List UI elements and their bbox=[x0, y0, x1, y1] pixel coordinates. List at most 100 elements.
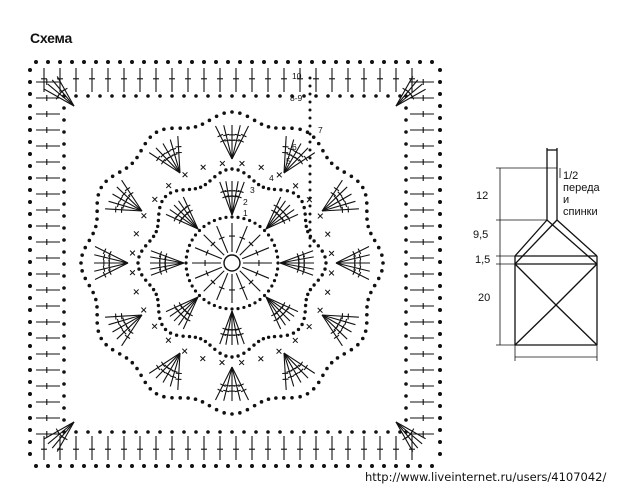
chain-stitch-mark bbox=[303, 212, 307, 216]
stitch-mark bbox=[322, 208, 359, 212]
chain-stitch-mark bbox=[208, 343, 212, 347]
chain-stitch-mark bbox=[316, 380, 321, 385]
chain-stitch-mark bbox=[156, 297, 160, 302]
chain-stitch-mark bbox=[438, 224, 442, 228]
chain-stitch-mark bbox=[166, 464, 170, 468]
stitch-crossbar bbox=[281, 302, 286, 308]
diamond-c bbox=[514, 304, 557, 346]
chain-stitch-mark bbox=[154, 292, 158, 297]
single-crochet-mark bbox=[182, 171, 188, 178]
chain-stitch-mark bbox=[266, 289, 271, 293]
stitch-mark bbox=[265, 209, 295, 230]
stitch-crossbar bbox=[337, 329, 343, 335]
single-crochet-mark bbox=[292, 337, 299, 344]
chain-stitch-mark bbox=[253, 221, 257, 225]
chain-stitch-mark bbox=[222, 111, 226, 115]
stitch-crossbar bbox=[164, 364, 170, 370]
chain-stitch-mark bbox=[96, 193, 101, 197]
chain-stitch-mark bbox=[252, 179, 256, 183]
stitch-crossbar bbox=[248, 241, 254, 247]
chain-stitch-mark bbox=[418, 464, 422, 468]
chain-stitch-mark bbox=[320, 273, 324, 277]
chain-stitch-mark bbox=[258, 224, 262, 229]
chain-stitch-mark bbox=[281, 396, 286, 400]
stitch-mark bbox=[203, 234, 225, 256]
stitch-mark bbox=[321, 314, 356, 326]
chain-stitch-mark bbox=[157, 310, 161, 314]
chain-stitch-mark bbox=[62, 190, 66, 194]
stitch-mark bbox=[335, 245, 370, 264]
chain-stitch-mark bbox=[418, 60, 422, 64]
chain-stitch-mark bbox=[261, 337, 266, 341]
stitch-crossbar bbox=[170, 375, 177, 379]
stitch-mark bbox=[148, 352, 181, 374]
dimension-label: 1,5 bbox=[475, 254, 491, 266]
chain-stitch-mark bbox=[28, 392, 32, 396]
chain-stitch-mark bbox=[438, 404, 442, 408]
stitch-crossbar bbox=[333, 325, 339, 331]
chain-stitch-mark bbox=[224, 215, 228, 219]
chain-stitch-mark bbox=[62, 286, 66, 290]
chain-stitch-mark bbox=[308, 76, 312, 80]
chain-stitch-mark bbox=[163, 194, 168, 199]
stitch-crossbar bbox=[330, 191, 337, 197]
chain-stitch-mark bbox=[203, 182, 208, 187]
chain-stitch-mark bbox=[404, 322, 408, 326]
stitch-mark bbox=[51, 421, 75, 449]
chain-stitch-mark bbox=[185, 273, 190, 277]
stitch-crossbar bbox=[352, 269, 356, 276]
chain-stitch-mark bbox=[158, 94, 162, 98]
chain-stitch-mark bbox=[137, 255, 141, 259]
chain-stitch-mark bbox=[62, 166, 66, 170]
chain-stitch-mark bbox=[28, 176, 32, 180]
stitch-crossbar bbox=[181, 206, 187, 212]
stitch-crossbar bbox=[287, 375, 294, 379]
chain-stitch-mark bbox=[148, 387, 153, 391]
stitch-crossbar bbox=[301, 268, 306, 275]
chain-stitch-mark bbox=[381, 261, 385, 265]
single-crochet-mark bbox=[324, 289, 331, 295]
chain-stitch-mark bbox=[202, 224, 206, 229]
chain-stitch-mark bbox=[308, 244, 312, 248]
single-crochet-mark bbox=[133, 289, 140, 295]
stitch-mark bbox=[283, 143, 302, 174]
chain-stitch-mark bbox=[148, 239, 152, 243]
stitch-mark bbox=[283, 353, 287, 390]
single-crochet-mark bbox=[317, 307, 323, 314]
chain-stitch-mark bbox=[218, 430, 222, 434]
chain-stitch-mark bbox=[374, 430, 378, 434]
chain-stitch-mark bbox=[28, 428, 32, 432]
chain-stitch-mark bbox=[193, 289, 198, 293]
chain-stitch-mark bbox=[394, 60, 398, 64]
chain-stitch-mark bbox=[154, 464, 158, 468]
chain-stitch-mark bbox=[83, 245, 88, 250]
row-number-label: 10 bbox=[292, 71, 302, 81]
stitch-mark bbox=[395, 421, 423, 445]
single-crochet-mark bbox=[129, 269, 136, 276]
dimension-label: 9,5 bbox=[473, 229, 489, 241]
chain-stitch-mark bbox=[380, 269, 384, 273]
chain-stitch-mark bbox=[238, 464, 242, 468]
stitch-mark bbox=[194, 247, 223, 260]
chain-stitch-mark bbox=[278, 430, 282, 434]
chain-stitch-mark bbox=[335, 166, 340, 170]
stitch-mark bbox=[51, 79, 75, 107]
chain-stitch-mark bbox=[206, 94, 210, 98]
chain-stitch-mark bbox=[285, 333, 290, 337]
chain-stitch-mark bbox=[438, 248, 442, 252]
chain-stitch-mark bbox=[160, 199, 164, 204]
stitch-mark bbox=[283, 152, 316, 174]
chain-stitch-mark bbox=[314, 430, 318, 434]
stitch-crossbar bbox=[164, 266, 168, 273]
stitch-crossbar bbox=[121, 191, 127, 197]
chain-stitch-mark bbox=[256, 182, 261, 187]
chain-stitch-mark bbox=[222, 411, 226, 415]
chain-stitch-mark bbox=[279, 334, 283, 338]
chain-stitch-mark bbox=[278, 94, 282, 98]
chain-stitch-mark bbox=[308, 212, 312, 216]
stitch-mark bbox=[279, 250, 314, 264]
chain-stitch-mark bbox=[370, 60, 374, 64]
note-line: переда bbox=[563, 182, 600, 194]
chain-stitch-mark bbox=[212, 218, 216, 223]
chain-stitch-mark bbox=[404, 298, 408, 302]
